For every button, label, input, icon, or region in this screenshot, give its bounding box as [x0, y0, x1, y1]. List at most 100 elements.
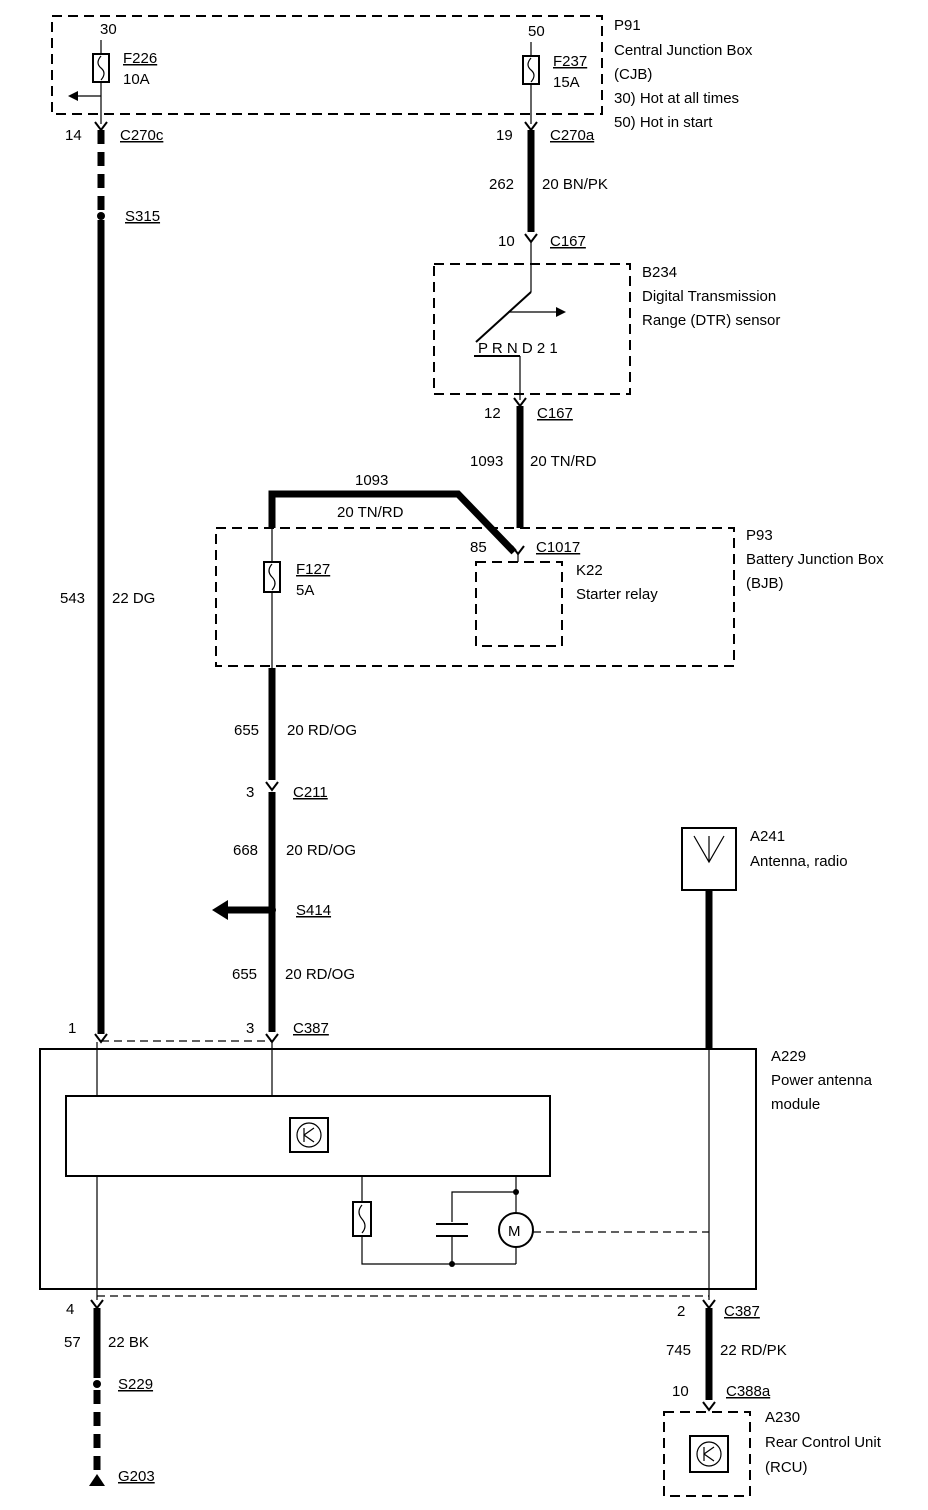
dtr-actuator-arrow-icon — [556, 307, 566, 317]
dtr-name-2: Range (DTR) sensor — [642, 312, 780, 329]
wire-262-pin-top: 19 — [496, 127, 513, 144]
wire-1093-branch — [268, 490, 517, 555]
wire-543-pin-top: 14 — [65, 127, 82, 144]
wire-1093-branch-gauge: 20 TN/RD — [337, 504, 404, 521]
connector-c387-pin4-icon — [90, 1299, 104, 1310]
fuse-f226-rating: 10A — [123, 71, 150, 88]
wire-262: 19 C270a 262 20 BN/PK 10 C167 — [489, 121, 608, 268]
wire-745-pin-rcu: 10 — [672, 1383, 689, 1400]
dtr-switch-blade — [475, 291, 532, 343]
rcu-abbr: (RCU) — [765, 1459, 808, 1476]
internal-fuse-element — [358, 1204, 366, 1234]
wire-262-pin-bottom: 10 — [498, 233, 515, 250]
wire-262-connector-top: C270a — [550, 127, 595, 144]
splice-s315-label: S315 — [125, 208, 160, 225]
connector-c211-pin: 3 — [246, 784, 254, 801]
rcu-outline — [663, 1411, 751, 1497]
ground-g203-label: G203 — [118, 1468, 155, 1485]
starter-relay-outline — [475, 561, 563, 647]
connector-c387-label: C387 — [293, 1020, 329, 1037]
connector-c1017-icon — [511, 545, 525, 556]
wire-668-circuit: 668 — [233, 842, 258, 859]
fuse-f226-id: F226 — [123, 50, 157, 67]
connector-c388a-icon — [702, 1401, 716, 1412]
wire-262-circuit: 262 — [489, 176, 514, 193]
connector-c211-icon — [265, 781, 279, 792]
bjb-id: P93 — [746, 527, 773, 544]
wire-655-circuit-1: 655 — [234, 722, 259, 739]
dtr-name-1: Digital Transmission — [642, 288, 776, 305]
fuse-f226-element — [97, 55, 105, 81]
battery-junction-box: P93 Battery Junction Box (BJB) 85 C1017 … — [215, 527, 884, 672]
rcu-electronic-icon — [689, 1435, 729, 1473]
antenna-radio: A241 Antenna, radio — [681, 827, 848, 1050]
wire-668-gauge: 20 RD/OG — [286, 842, 356, 859]
dtr-outline — [433, 263, 631, 395]
wire-655-gauge-1: 20 RD/OG — [287, 722, 357, 739]
wire-57: 4 57 22 BK S229 G203 — [64, 1299, 155, 1486]
bjb-outline — [215, 527, 735, 667]
cjb-abbr: (CJB) — [614, 66, 652, 83]
wire-1093-connector-top: C167 — [537, 405, 573, 422]
internal-top-bus — [451, 1176, 517, 1222]
wire-745-connector: C387 — [724, 1303, 760, 1320]
cjb-outline — [51, 15, 603, 115]
internal-node-bottom — [449, 1261, 455, 1267]
starter-relay-name: Starter relay — [576, 586, 658, 603]
wire-1093-branch-circuit: 1093 — [355, 472, 388, 489]
wire-1093-gauge: 20 TN/RD — [530, 453, 597, 470]
wire-655-circuit-2: 655 — [232, 966, 257, 983]
rcu-transistor-circle — [696, 1441, 722, 1467]
central-junction-box: P91 Central Junction Box (CJB) 30) Hot a… — [51, 15, 753, 131]
wire-543: 14 C270c S315 543 22 DG 1 — [60, 121, 164, 1044]
splice-s315-dot — [97, 212, 105, 220]
wire-655-gauge-2: 20 RD/OG — [285, 966, 355, 983]
wire-57-gauge: 22 BK — [108, 1334, 149, 1351]
wire-655: 655 20 RD/OG 3 C211 668 20 RD/OG S414 65… — [212, 668, 357, 1044]
cjb-terminal-30: 30 — [100, 21, 117, 38]
branch-arrow-icon — [68, 91, 78, 101]
dtr-id: B234 — [642, 264, 677, 281]
rear-control-unit: A230 Rear Control Unit (RCU) — [663, 1409, 882, 1497]
wire-57-pin: 4 — [66, 1301, 74, 1318]
module-id: A229 — [771, 1048, 806, 1065]
dtr-positions: P R N D 2 1 — [478, 340, 558, 357]
rcu-id: A230 — [765, 1409, 800, 1426]
connector-c167-top-icon — [524, 233, 538, 244]
fuse-f237-rating: 15A — [553, 74, 580, 91]
module-transistor-circle — [296, 1122, 322, 1148]
wire-1093-pin-top: 12 — [484, 405, 501, 422]
fuse-f127-id: F127 — [296, 561, 330, 578]
fuse-f237-id: F237 — [553, 53, 587, 70]
splice-s229-dot — [93, 1380, 101, 1388]
antenna-id: A241 — [750, 828, 785, 845]
wire-543-connector-top: C270c — [120, 127, 164, 144]
splice-s414-arrow-icon — [212, 900, 228, 920]
cjb-note-50: 50) Hot in start — [614, 114, 713, 131]
rcu-name: Rear Control Unit — [765, 1434, 882, 1451]
wire-745: 2 C387 745 22 RD/PK 10 C388a — [666, 1299, 787, 1412]
connector-c387-pin2-icon — [702, 1299, 716, 1310]
wire-262-connector-bottom: C167 — [550, 233, 586, 250]
ground-icon — [89, 1474, 105, 1486]
module-name-1: Power antenna — [771, 1072, 873, 1089]
internal-bottom-bus — [361, 1236, 516, 1265]
dtr-sensor: B234 Digital Transmission Range (DTR) se… — [433, 263, 780, 400]
wire-745-gauge: 22 RD/PK — [720, 1342, 787, 1359]
module-controller-box — [65, 1095, 551, 1177]
bjb-name: Battery Junction Box — [746, 551, 884, 568]
wire-543-gauge: 22 DG — [112, 590, 155, 607]
starter-relay-id: K22 — [576, 562, 603, 579]
power-antenna-module: A229 Power antenna module M — [39, 1042, 873, 1300]
wire-262-gauge: 20 BN/PK — [542, 176, 608, 193]
fuse-f237-element — [527, 57, 535, 83]
splice-s414-label: S414 — [296, 902, 331, 919]
antenna-icon — [693, 835, 725, 864]
cjb-name: Central Junction Box — [614, 42, 753, 59]
wire-745-pin: 2 — [677, 1303, 685, 1320]
wire-543-pin-bottom: 1 — [68, 1020, 76, 1037]
bjb-abbr: (BJB) — [746, 575, 784, 592]
fuse-f127-rating: 5A — [296, 582, 314, 599]
wire-1093: 12 C167 1093 20 TN/RD 1093 20 TN/RD — [268, 397, 597, 555]
